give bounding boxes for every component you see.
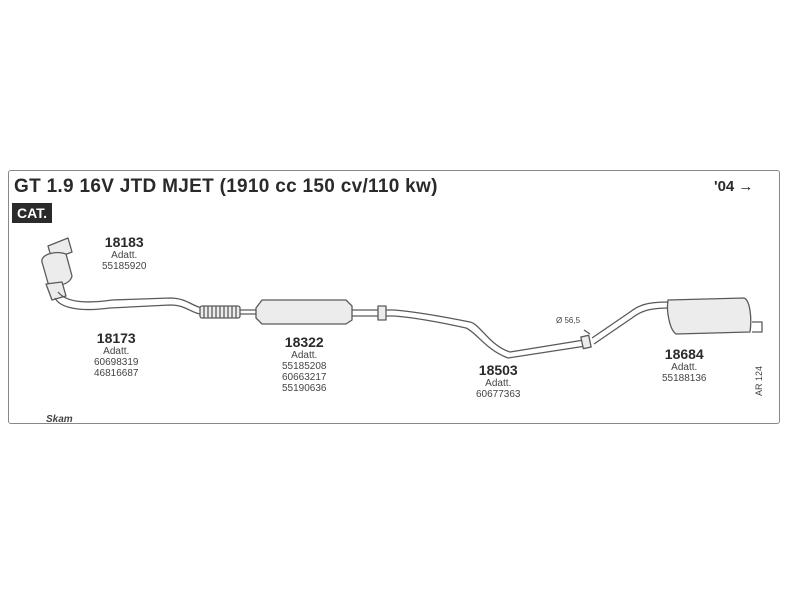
part-note: Adatt.	[671, 362, 698, 373]
front-pipe	[54, 291, 203, 315]
rear-silencer	[666, 297, 763, 335]
part-label-18183: 18183 Adatt. 55185920	[102, 234, 147, 272]
part-note: Adatt.	[291, 350, 318, 361]
part-code: 55185920	[102, 261, 147, 272]
part-code: 55188136	[662, 373, 707, 384]
pipe-joint	[580, 334, 592, 350]
part-note: Adatt.	[103, 346, 130, 357]
part-code: 60663217	[282, 372, 327, 383]
year-indicator: '04 →	[714, 178, 754, 195]
part-code: 46816687	[94, 368, 139, 379]
reference-code: AR 124	[754, 365, 764, 396]
part-number: 18503	[478, 362, 518, 378]
pipe-tick	[583, 329, 591, 335]
diameter-label: Ø 56,5	[556, 316, 581, 325]
part-number: 18684	[664, 346, 704, 362]
rear-pipe	[591, 301, 671, 345]
part-code: 55185208	[282, 361, 327, 372]
intermediate-pipe	[393, 309, 587, 359]
diagram-title: GT 1.9 16V JTD MJET (1910 cc 150 cv/110 …	[14, 176, 438, 197]
center-silencer	[255, 299, 394, 325]
part-number: 18173	[96, 330, 136, 346]
part-code: 60698319	[94, 357, 139, 368]
flex-pipe	[199, 305, 256, 319]
part-label-18684: 18684 Adatt. 55188136	[662, 346, 707, 384]
brand-logo: Skam	[46, 414, 73, 425]
part-label-18322: 18322 Adatt. 55185208 60663217 55190636	[282, 334, 327, 394]
part-code: 55190636	[282, 383, 327, 394]
cat-badge: CAT.	[12, 203, 53, 223]
part-number: 18183	[104, 234, 144, 250]
part-number: 18322	[284, 334, 324, 350]
catalytic-converter	[41, 237, 73, 301]
part-note: Adatt.	[485, 378, 512, 389]
part-label-18173: 18173 Adatt. 60698319 46816687	[94, 330, 139, 379]
part-code: 60677363	[476, 389, 521, 400]
part-note: Adatt.	[111, 250, 138, 261]
diagram-frame	[8, 170, 780, 424]
part-label-18503: 18503 Adatt. 60677363	[476, 362, 521, 400]
